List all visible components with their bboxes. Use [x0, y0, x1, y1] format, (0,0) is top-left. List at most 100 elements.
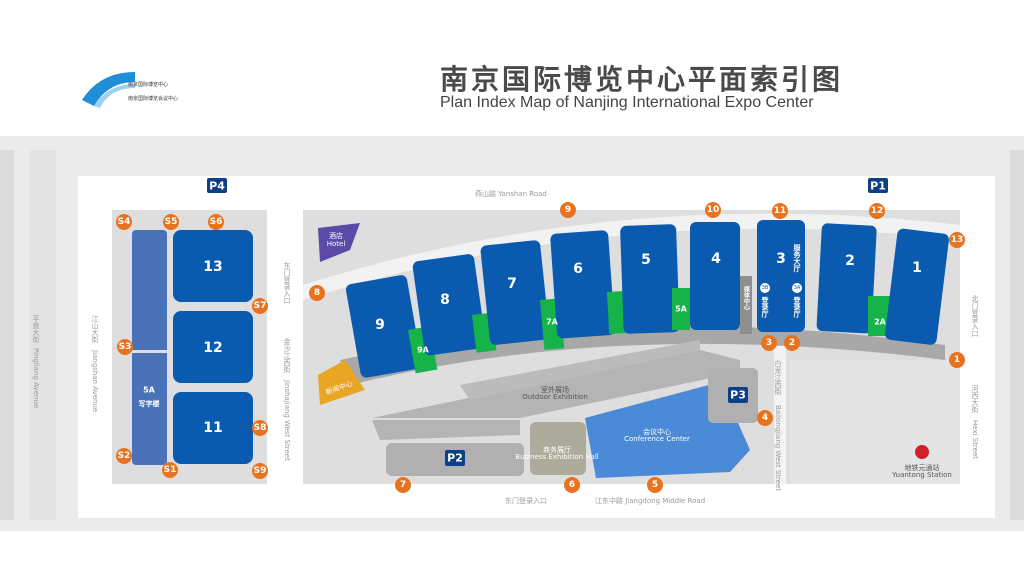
svg-text:S1: S1 [164, 465, 177, 475]
svg-text:Hotel: Hotel [327, 240, 346, 248]
entrance-marker[interactable]: S3 [117, 339, 133, 355]
hall-11[interactable] [173, 392, 253, 464]
parking-p2[interactable]: P2 [445, 450, 465, 466]
entrance-marker[interactable]: S6 [208, 214, 224, 230]
entrance-marker[interactable]: 6 [564, 477, 580, 493]
svg-text:13: 13 [951, 235, 964, 245]
svg-text:P4: P4 [209, 180, 225, 193]
svg-text:11: 11 [774, 206, 787, 216]
svg-text:江山大街: 江山大街 [91, 315, 99, 344]
svg-text:S4: S4 [118, 217, 131, 227]
parking-p4[interactable]: P4 [207, 178, 227, 193]
hall-5[interactable] [620, 224, 680, 334]
entrance-marker[interactable]: 5 [647, 477, 663, 493]
east-gate-label: 东门登录入口 [283, 261, 291, 304]
svg-text:7: 7 [400, 480, 406, 490]
svg-text:Jinshajiang West Street: Jinshajiang West Street [283, 379, 291, 461]
svg-text:南京国际博览会议中心: 南京国际博览会议中心 [128, 95, 178, 102]
svg-text:3B: 3B [762, 285, 769, 291]
entrance-marker[interactable]: 13 [949, 232, 965, 248]
svg-text:12: 12 [203, 340, 222, 356]
entrance-marker[interactable]: S7 [252, 298, 268, 314]
svg-text:10: 10 [707, 205, 720, 215]
expo-logo: 南京国际博览中心 南京国际博览会议中心 [80, 70, 210, 110]
entrance-marker[interactable]: 4 [757, 410, 773, 426]
hall-4[interactable] [690, 222, 740, 330]
entrance-marker[interactable]: S8 [252, 420, 268, 436]
svg-text:P2: P2 [447, 452, 463, 465]
hall-13[interactable] [173, 230, 253, 302]
entrance-marker[interactable]: S5 [163, 214, 179, 230]
svg-text:3: 3 [766, 338, 772, 348]
svg-text:1: 1 [954, 355, 960, 365]
hall-1[interactable] [884, 228, 949, 346]
news-center[interactable] [318, 360, 365, 405]
svg-text:9A: 9A [417, 346, 430, 355]
svg-text:Outdoor Exhibition: Outdoor Exhibition [522, 393, 588, 401]
road-yanshan: 燕山路 Yanshan Road [475, 189, 547, 198]
svg-text:室外展场: 室外展场 [541, 385, 569, 394]
svg-text:Bailongjiang West Street: Bailongjiang West Street [774, 405, 782, 491]
svg-text:酒店: 酒店 [329, 231, 343, 240]
svg-text:S5: S5 [165, 217, 178, 227]
svg-text:2: 2 [845, 253, 855, 269]
hall-6[interactable] [550, 230, 615, 339]
office-building[interactable] [132, 230, 167, 465]
svg-text:Jiangshan Avenue: Jiangshan Avenue [91, 349, 99, 412]
entrance-marker[interactable]: S4 [116, 214, 132, 230]
svg-text:平良大街: 平良大街 [32, 315, 40, 344]
svg-text:P1: P1 [870, 180, 886, 193]
svg-text:Business Exhibition Hall: Business Exhibition Hall [515, 453, 599, 461]
hall-9[interactable] [345, 274, 423, 378]
svg-text:P3: P3 [730, 389, 746, 402]
entrance-marker[interactable]: 1 [949, 352, 965, 368]
business-hall[interactable] [530, 422, 586, 475]
hall-3[interactable] [757, 220, 805, 332]
svg-text:2: 2 [789, 338, 795, 348]
entrance-marker[interactable]: S1 [162, 462, 178, 478]
svg-text:S3: S3 [119, 342, 132, 352]
svg-text:4: 4 [762, 413, 768, 423]
hall-7[interactable] [480, 240, 550, 346]
media-center[interactable] [740, 276, 752, 334]
svg-text:12: 12 [871, 206, 884, 216]
svg-text:服务大厅: 服务大厅 [793, 243, 802, 273]
svg-text:金沙江西街: 金沙江西街 [283, 337, 291, 374]
entrance-marker[interactable]: S9 [252, 463, 268, 479]
entrance-marker[interactable]: 8 [309, 285, 325, 301]
svg-text:9: 9 [565, 205, 571, 215]
entrance-marker[interactable]: 9 [560, 202, 576, 218]
entrance-marker[interactable]: 11 [772, 203, 788, 219]
svg-text:河西大街: 河西大街 [971, 385, 979, 414]
entrance-marker[interactable]: S2 [116, 448, 132, 464]
hall-8[interactable] [412, 253, 487, 356]
hall-5a[interactable] [672, 288, 690, 330]
svg-text:登录厅: 登录厅 [793, 296, 802, 319]
hotel[interactable] [318, 223, 360, 262]
svg-text:Pingliang Avenue: Pingliang Avenue [32, 348, 40, 408]
entrance-marker[interactable]: 2 [784, 335, 800, 351]
entrance-marker[interactable]: 3 [761, 335, 777, 351]
parking-p1[interactable]: P1 [868, 178, 888, 193]
svg-text:6: 6 [573, 261, 583, 277]
svg-text:3A: 3A [794, 285, 801, 291]
outdoor-exhibition[interactable] [372, 350, 740, 418]
svg-text:会议中心: 会议中心 [643, 427, 671, 436]
parking-p3[interactable]: P3 [728, 387, 748, 403]
entrance-marker[interactable]: 7 [395, 477, 411, 493]
svg-text:5A: 5A [675, 305, 688, 314]
metro-icon [915, 445, 929, 459]
entrance-marker[interactable]: 12 [869, 203, 885, 219]
svg-text:9: 9 [375, 317, 385, 333]
svg-text:11: 11 [203, 420, 222, 436]
hall-12[interactable] [173, 311, 253, 383]
svg-text:13: 13 [203, 259, 222, 275]
svg-text:5A: 5A [143, 386, 156, 395]
svg-text:地铁元通站: 地铁元通站 [905, 463, 940, 472]
entrance-marker[interactable]: 10 [705, 202, 721, 218]
svg-text:媒体中心: 媒体中心 [743, 285, 750, 311]
hall-2[interactable] [816, 223, 877, 334]
svg-text:1: 1 [912, 260, 922, 276]
svg-text:S8: S8 [254, 423, 267, 433]
